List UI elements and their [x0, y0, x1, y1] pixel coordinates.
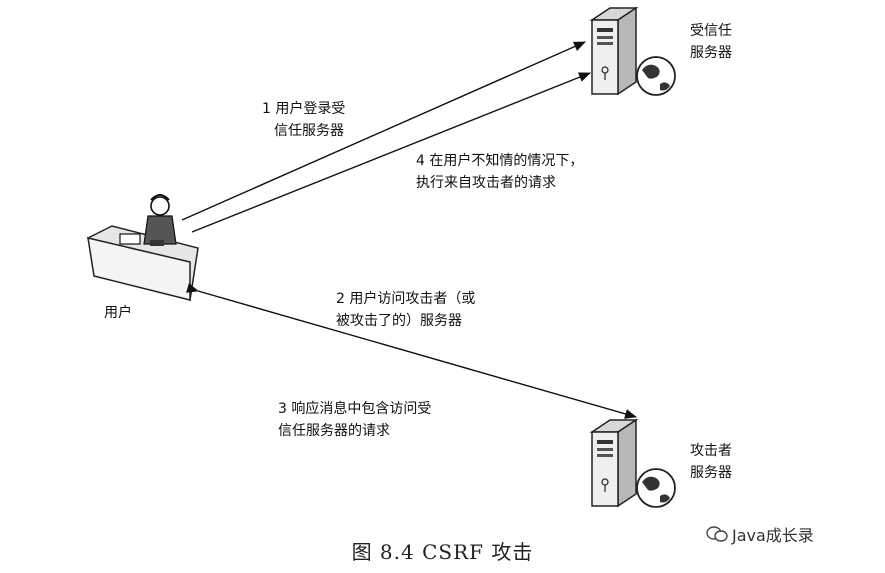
watermark-text: Java成长录: [732, 526, 814, 545]
wechat-logo-icon: [706, 525, 728, 543]
step1-label: 1 用户登录受 信任服务器: [262, 101, 346, 139]
figure-caption: 图 8.4 CSRF 攻击: [351, 540, 534, 564]
step4-label: 4 在用户不知情的情况下， 执行来自攻击者的请求: [416, 153, 584, 191]
watermark: Java成长录: [706, 522, 814, 546]
arrow-step4: [191, 72, 591, 233]
arrow-step1: [181, 41, 586, 221]
trusted-server-icon: [589, 6, 676, 96]
trusted-server-label: 受信任 服务器: [690, 23, 732, 61]
step2-label: 2 用户访问攻击者（或 被攻击了的）服务器: [336, 291, 476, 329]
step3-label: 3 响应消息中包含访问受 信任服务器的请求: [278, 401, 432, 439]
arrow-step2: [186, 283, 637, 419]
user-at-desk-icon: [86, 194, 199, 302]
attacker-server-label: 攻击者 服务器: [690, 443, 732, 481]
user-label: 用户: [104, 305, 132, 321]
attacker-server-icon: [589, 418, 676, 508]
